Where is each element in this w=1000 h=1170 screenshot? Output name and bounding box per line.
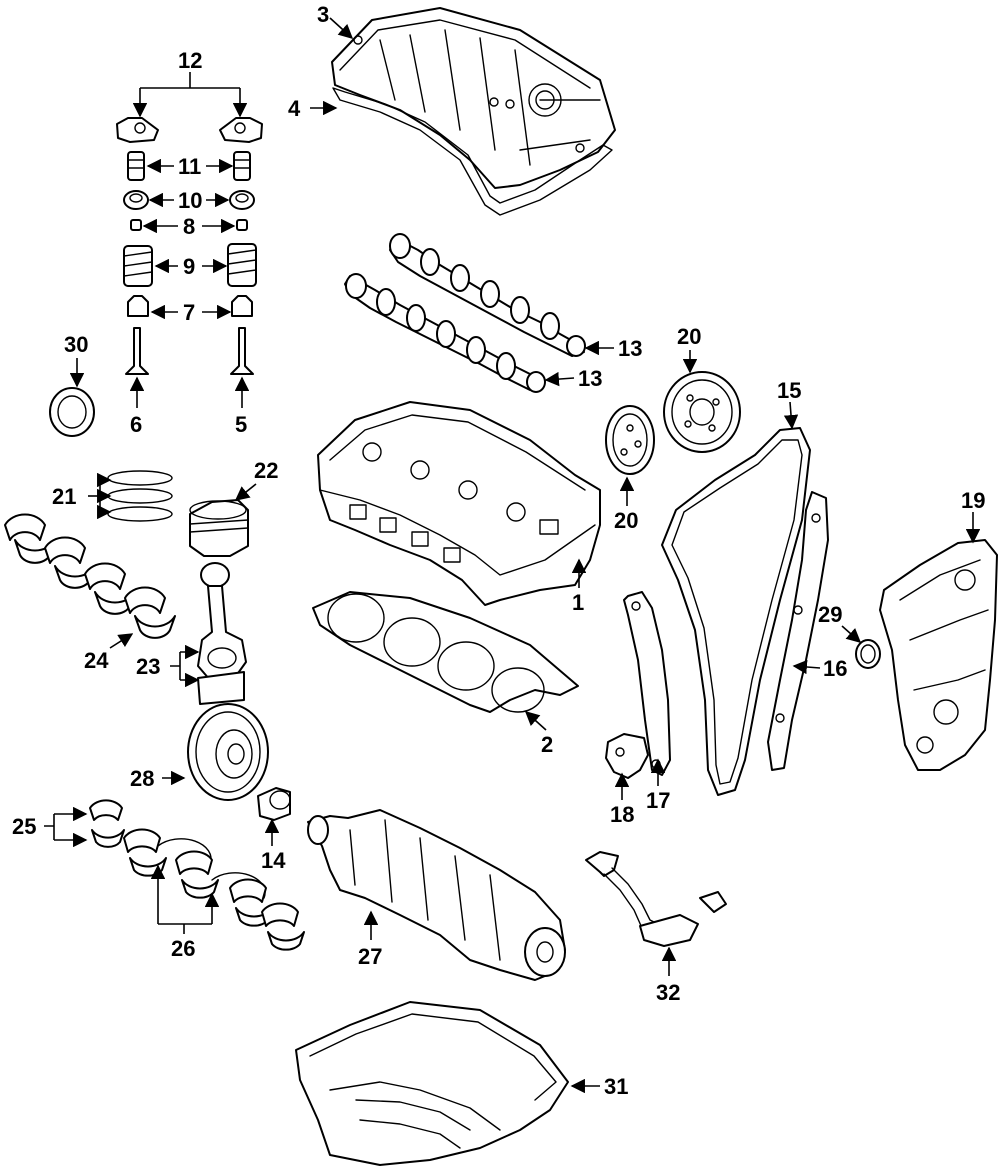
crankshaft-bearings <box>123 828 305 951</box>
connecting-rod <box>197 562 247 705</box>
callout-2: 2 <box>541 732 553 757</box>
callout-18: 18 <box>610 802 634 827</box>
callout-26: 26 <box>171 936 195 961</box>
callout-23: 23 <box>136 654 160 679</box>
callout-labels: 3 4 12 11 10 8 9 7 6 5 30 13 13 20 20 15… <box>12 2 985 1099</box>
rod-bearings <box>4 513 176 639</box>
callout-30: 30 <box>64 332 88 357</box>
callout-13-lower: 13 <box>578 366 602 391</box>
leader-lines <box>44 17 981 1094</box>
cam-sprockets <box>605 371 741 475</box>
timing-cover-seal <box>855 639 881 669</box>
callout-5: 5 <box>235 412 247 437</box>
callout-25: 25 <box>12 814 36 839</box>
intake-valve <box>125 327 149 375</box>
callout-24: 24 <box>84 648 109 673</box>
callout-11: 11 <box>178 154 201 179</box>
valve-cover-gasket <box>332 87 613 216</box>
callout-31: 31 <box>604 1074 628 1099</box>
main-bearings <box>89 799 125 848</box>
crankshaft-pulley <box>187 703 269 801</box>
callout-16: 16 <box>823 656 847 681</box>
callout-27: 27 <box>358 944 382 969</box>
exhaust-valve <box>230 327 254 375</box>
callout-3: 3 <box>317 2 329 27</box>
valve-springs <box>123 243 257 287</box>
callout-20-lower: 20 <box>614 508 638 533</box>
timing-chain-guide <box>767 491 829 771</box>
callout-6: 6 <box>130 412 142 437</box>
callout-28: 28 <box>130 766 154 791</box>
lash-adjusters <box>127 151 251 181</box>
chain-tensioner <box>605 733 649 779</box>
callout-8: 8 <box>183 214 195 239</box>
callout-19: 19 <box>961 488 985 513</box>
spring-retainers <box>123 190 255 210</box>
crank-sprocket <box>257 787 291 821</box>
valve-cover <box>331 7 616 189</box>
valve-keepers <box>130 219 248 231</box>
callout-9: 9 <box>183 254 195 279</box>
callout-17: 17 <box>646 788 670 813</box>
piston <box>189 499 249 557</box>
callout-10: 10 <box>178 188 202 213</box>
callout-29: 29 <box>818 602 842 627</box>
cylinder-head-gasket <box>312 591 579 713</box>
callout-12: 12 <box>178 48 202 73</box>
callout-14: 14 <box>261 848 286 873</box>
timing-cover <box>879 539 998 771</box>
callout-15: 15 <box>777 378 801 403</box>
oil-pickup-tube <box>585 851 727 947</box>
callout-22: 22 <box>254 458 278 483</box>
tensioner-arm <box>623 591 671 776</box>
front-seal <box>49 387 95 437</box>
oil-pan <box>295 1001 569 1166</box>
crankshaft <box>307 809 566 981</box>
callout-13-upper: 13 <box>618 336 642 361</box>
timing-chain <box>661 427 811 796</box>
cylinder-head <box>317 401 601 606</box>
callout-1: 1 <box>572 590 584 615</box>
callout-4: 4 <box>288 96 301 121</box>
piston-rings <box>107 470 173 522</box>
callout-32: 32 <box>656 980 680 1005</box>
camshafts <box>344 233 586 393</box>
valve-stem-seals <box>127 295 253 317</box>
rocker-arms <box>116 117 263 143</box>
callout-21: 21 <box>52 484 76 509</box>
callout-7: 7 <box>183 300 195 325</box>
callout-20-upper: 20 <box>677 324 701 349</box>
